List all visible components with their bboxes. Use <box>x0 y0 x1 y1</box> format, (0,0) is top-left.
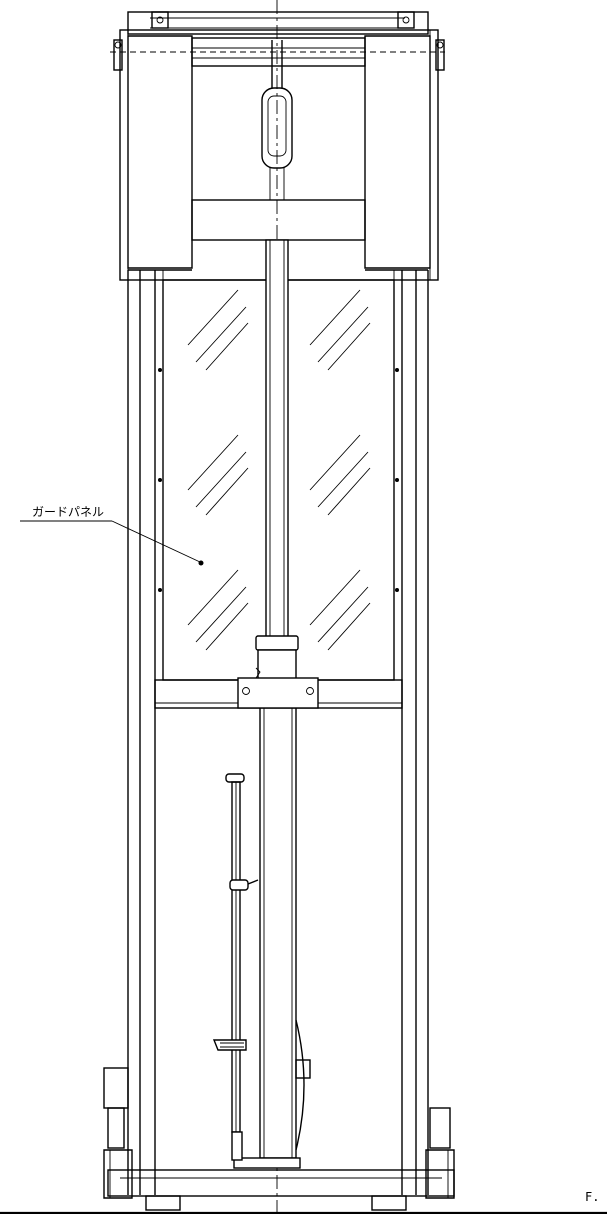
base-frame <box>0 1067 607 1214</box>
sheet-mark: F. <box>585 1190 599 1204</box>
mid-crossbar <box>154 667 403 709</box>
callout: ガードパネル <box>20 505 204 566</box>
pump-handle <box>212 773 311 1161</box>
callout-label: ガードパネル <box>32 505 104 519</box>
mast-frame <box>127 269 429 1195</box>
